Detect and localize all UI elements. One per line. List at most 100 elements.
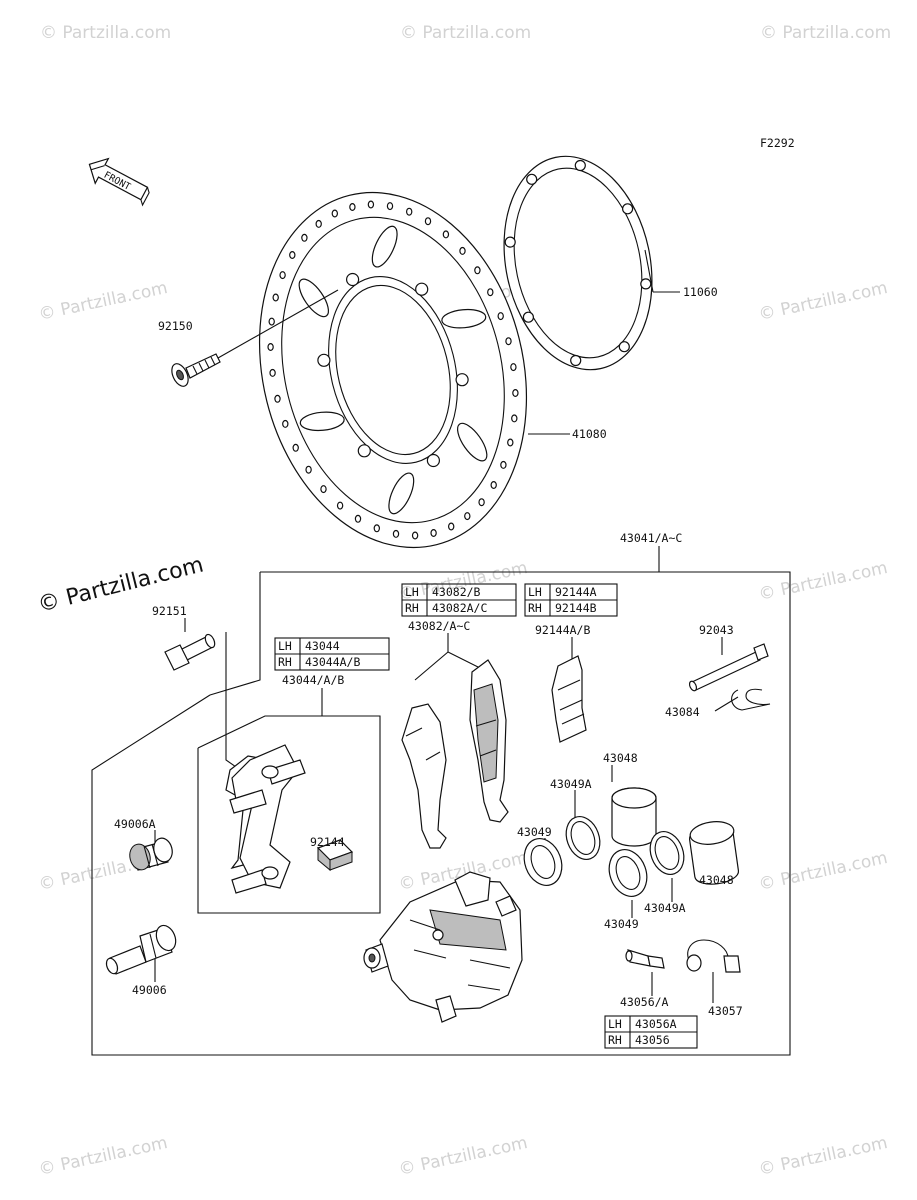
vent-hole bbox=[267, 343, 274, 352]
svg-text:LH: LH bbox=[405, 585, 419, 599]
callout-43041: 43041/A~C bbox=[620, 531, 682, 545]
svg-text:43056A: 43056A bbox=[635, 1017, 677, 1031]
callout-43044: 43044/A/B bbox=[282, 673, 344, 687]
vent-hole bbox=[478, 498, 485, 507]
pin-sleeve bbox=[105, 924, 177, 975]
vent-hole bbox=[464, 512, 471, 521]
spacer-hole bbox=[621, 203, 634, 215]
watermark: © Partzilla.com bbox=[760, 23, 891, 43]
bracket-group-outline bbox=[197, 715, 381, 914]
bleeder-valve bbox=[625, 949, 665, 969]
watermark: © Partzilla.com bbox=[757, 558, 889, 605]
callout-43048-top: 43048 bbox=[603, 751, 638, 765]
caliper-assembly-outline bbox=[91, 571, 791, 1056]
callout-92144: 92144 bbox=[310, 835, 345, 849]
svg-text:RH: RH bbox=[528, 601, 542, 615]
piston-seal bbox=[565, 816, 601, 860]
vent-hole bbox=[507, 438, 514, 447]
vent-hole bbox=[269, 368, 276, 377]
lh-rh-table-43082: LH 43082/B RH 43082A/C bbox=[401, 583, 517, 617]
svg-text:LH: LH bbox=[608, 1017, 622, 1031]
lh-rh-table-92144: LH 92144A RH 92144B bbox=[524, 583, 618, 617]
brake-pad-inner bbox=[401, 703, 447, 849]
leader-line bbox=[217, 289, 339, 359]
vent-hole bbox=[487, 288, 494, 297]
callout-43082: 43082/A~C bbox=[408, 619, 470, 633]
spacer-hole bbox=[526, 173, 538, 185]
vent-hole bbox=[510, 363, 517, 372]
svg-text:92144B: 92144B bbox=[555, 601, 597, 615]
disc-slots bbox=[298, 225, 488, 515]
vent-hole bbox=[373, 524, 380, 533]
vent-hole bbox=[292, 443, 299, 452]
svg-text:RH: RH bbox=[608, 1033, 622, 1047]
spacer-hole bbox=[570, 354, 582, 367]
callout-92151: 92151 bbox=[152, 604, 187, 618]
callout-92150: 92150 bbox=[158, 319, 193, 333]
pad-pin bbox=[688, 643, 769, 692]
vent-hole bbox=[279, 271, 286, 280]
callout-11060: 11060 bbox=[683, 285, 718, 299]
disc-spacer bbox=[503, 155, 653, 371]
vent-hole bbox=[490, 481, 497, 490]
spacer-hole bbox=[504, 236, 516, 248]
pin-boot bbox=[129, 837, 173, 871]
spacer-bolt-holes bbox=[504, 159, 652, 367]
vent-hole bbox=[386, 202, 394, 211]
vent-hole bbox=[367, 200, 375, 209]
brake-pad-outer bbox=[469, 659, 509, 823]
vent-hole bbox=[512, 389, 519, 398]
callout-43049A-top: 43049A bbox=[550, 777, 592, 791]
bolt-hole bbox=[415, 282, 429, 296]
watermark: © Partzilla.com bbox=[757, 278, 889, 325]
bolt-hole bbox=[346, 272, 360, 287]
vent-hole bbox=[411, 531, 419, 540]
svg-text:RH: RH bbox=[278, 655, 292, 669]
spacer-hole bbox=[640, 278, 652, 290]
disc-slot bbox=[371, 225, 398, 268]
vent-hole bbox=[336, 501, 344, 510]
bolt-hole bbox=[426, 453, 440, 468]
vent-hole bbox=[331, 209, 338, 218]
vent-hole bbox=[448, 522, 455, 531]
vent-hole bbox=[424, 217, 432, 226]
vent-hole bbox=[497, 312, 504, 321]
vent-hole bbox=[282, 419, 289, 428]
vent-hole bbox=[305, 465, 312, 474]
brake-disc bbox=[258, 191, 528, 549]
vent-hole bbox=[268, 317, 275, 326]
bolt-hole bbox=[357, 444, 371, 458]
vent-hole bbox=[500, 460, 507, 469]
spacer-hole bbox=[522, 311, 535, 323]
vent-hole bbox=[301, 233, 308, 242]
disc-slot bbox=[298, 278, 330, 318]
svg-text:RH: RH bbox=[405, 601, 419, 615]
bolt-hole bbox=[455, 373, 469, 387]
svg-text:LH: LH bbox=[528, 585, 542, 599]
vent-hole bbox=[320, 485, 327, 494]
watermark: © Partzilla.com bbox=[40, 23, 171, 43]
lh-rh-table-43056: LH 43056A RH 43056 bbox=[604, 1015, 698, 1049]
watermark: © Partzilla.com bbox=[400, 23, 531, 43]
vent-hole bbox=[505, 337, 512, 346]
disc-slot bbox=[441, 308, 487, 329]
callout-43084: 43084 bbox=[665, 705, 700, 719]
svg-text:43082/B: 43082/B bbox=[432, 585, 481, 599]
vent-hole bbox=[289, 251, 296, 260]
vent-hole bbox=[315, 219, 322, 228]
disc-vent-holes bbox=[267, 200, 519, 540]
callout-43049-top: 43049 bbox=[517, 825, 552, 839]
svg-text:43056: 43056 bbox=[635, 1033, 670, 1047]
svg-text:43044: 43044 bbox=[305, 639, 340, 653]
vent-hole bbox=[430, 528, 437, 537]
disc-bolt bbox=[171, 353, 221, 387]
dust-seal bbox=[523, 838, 563, 886]
callout-43056: 43056/A bbox=[620, 995, 669, 1009]
bolt-hole bbox=[317, 353, 331, 367]
disc-slot bbox=[456, 422, 488, 462]
piston-seal bbox=[649, 831, 685, 875]
svg-text:43044A/B: 43044A/B bbox=[305, 655, 360, 669]
caliper-bolt bbox=[164, 633, 216, 671]
callout-43048-bottom: 43048 bbox=[699, 873, 734, 887]
vent-hole bbox=[406, 207, 413, 216]
